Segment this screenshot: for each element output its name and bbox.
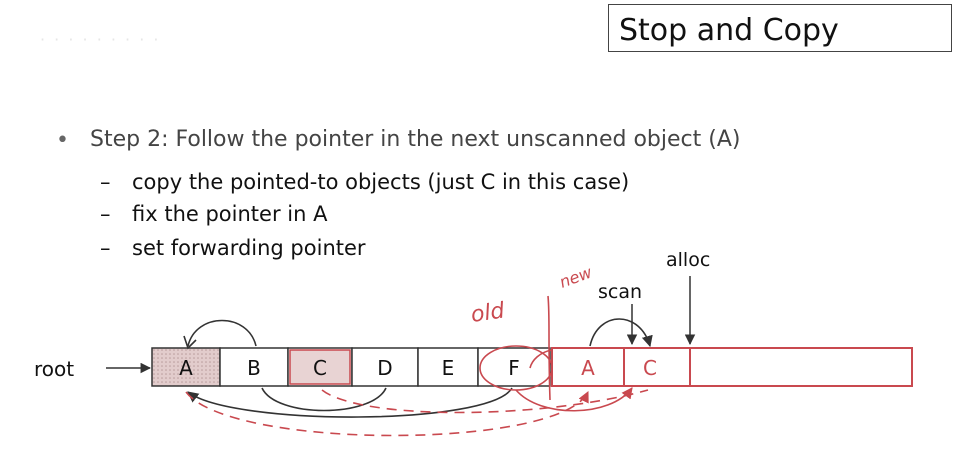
pointer-b-to-a xyxy=(187,319,257,347)
forwarding-pointer-f xyxy=(515,387,633,412)
old-annotation: old xyxy=(469,298,507,328)
new-cell-a xyxy=(551,347,625,387)
bullet-marker: • xyxy=(56,128,69,153)
sub-bullet-text: set forwarding pointer xyxy=(132,236,366,260)
alloc-label: alloc xyxy=(666,249,710,271)
sub-bullet-text: copy the pointed-to objects (just C in t… xyxy=(132,170,630,194)
old-cell-a-label: A xyxy=(179,356,193,380)
old-cell-a xyxy=(151,347,221,387)
old-cell-c-label: C xyxy=(313,356,327,380)
pointer-b-to-a-head xyxy=(183,335,197,350)
slide-title: Stop and Copy xyxy=(608,4,952,52)
old-cell-d-label: D xyxy=(377,356,392,380)
sub-bullet-2: –fix the pointer in A xyxy=(100,202,327,226)
sub-bullet-3: –set forwarding pointer xyxy=(100,236,366,260)
old-cell-e-label: E xyxy=(442,356,455,380)
scan-label: scan xyxy=(598,281,642,303)
old-new-divider xyxy=(547,295,551,401)
new-cell-c-label: C xyxy=(643,356,657,380)
sub-bullet-marker: – xyxy=(100,202,111,226)
new-cell-c xyxy=(623,347,691,387)
handwritten-annotations xyxy=(185,295,649,437)
sub-bullet-marker: – xyxy=(100,236,111,260)
old-cell-f xyxy=(477,347,551,387)
old-cell-b xyxy=(219,347,289,387)
root-label: root xyxy=(34,357,74,381)
pointer-new-a-to-c xyxy=(589,318,653,348)
pointer-d-to-b xyxy=(261,387,387,412)
main-bullet: Step 2: Follow the pointer in the next u… xyxy=(90,127,741,152)
old-cell-f-label: F xyxy=(508,356,520,380)
new-space: A C xyxy=(551,347,913,387)
divider-curl xyxy=(529,349,553,369)
faint-header-text: · · · · · · · · · xyxy=(40,30,161,49)
old-cell-c-copied-marker xyxy=(289,349,351,385)
sub-bullet-marker: – xyxy=(100,170,111,194)
forwarding-pointer-c xyxy=(321,389,649,414)
old-cell-d xyxy=(351,347,419,387)
forwarding-pointer-a xyxy=(185,390,589,437)
old-cell-b-label: B xyxy=(247,356,261,380)
sub-bullet-1: –copy the pointed-to objects (just C in … xyxy=(100,170,629,194)
pointer-f-to-a xyxy=(187,387,513,418)
sub-bullet-text: fix the pointer in A xyxy=(132,202,328,226)
new-cell-a-label: A xyxy=(581,356,595,380)
old-space: A B C D E F xyxy=(151,347,551,387)
new-annotation: new xyxy=(557,262,595,291)
